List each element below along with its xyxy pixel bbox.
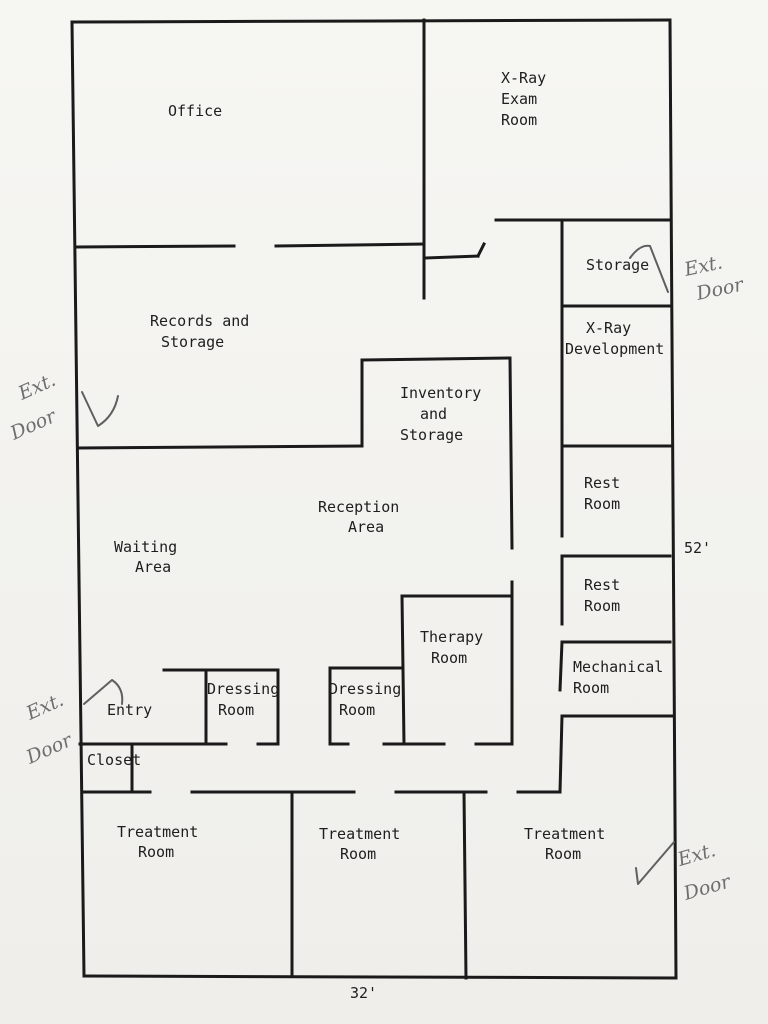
label-entry: Entry (107, 701, 152, 719)
label-mechanical-line2: Room (573, 679, 609, 697)
ext-door-note-storage: Ext. Door (629, 244, 747, 305)
label-xray-dev-line2: Development (565, 340, 664, 358)
ext-door-annotations: Ext. Door Ext. Door Ext. Door Ext. Door (6, 244, 747, 905)
ext-door-note-records: Ext. Door (6, 369, 119, 445)
label-xray-exam-line3: Room (501, 111, 537, 129)
label-reception-line1: Reception (318, 498, 399, 516)
label-xray-exam-line2: Exam (501, 90, 537, 108)
dimension-width: 32' (350, 984, 377, 1002)
label-office: Office (168, 102, 222, 120)
label-therapy-line1: Therapy (420, 628, 483, 646)
label-treatment3-line2: Room (545, 845, 581, 863)
label-treatment1-line1: Treatment (117, 823, 198, 841)
wall-inventory-top (360, 356, 512, 362)
wall-therapy-left (400, 594, 406, 746)
dimensions: 52' 32' (350, 539, 711, 1002)
label-records-line2: Storage (161, 333, 224, 351)
label-restroom1-line1: Rest (584, 474, 620, 492)
label-treatment1-line2: Room (138, 843, 174, 861)
label-dressing2-line2: Room (339, 701, 375, 719)
label-reception-line2: Area (348, 518, 384, 536)
ext-door-note-storage-line2: Door (693, 273, 747, 305)
label-inventory-line2: and (420, 405, 447, 423)
label-inventory-line3: Storage (400, 426, 463, 444)
ext-door-note-records-line1: Ext. (14, 369, 59, 405)
label-restroom1-line2: Room (584, 495, 620, 513)
ext-door-note-treatment-line2: Door (680, 870, 734, 905)
wall-xray-step (424, 254, 480, 260)
ext-door-note-storage-line1: Ext. (681, 251, 724, 281)
wall-xray-diag (475, 241, 487, 259)
wall-office-bottom-b (274, 242, 426, 248)
outer-wall-left (70, 20, 86, 978)
label-treatment3-line1: Treatment (524, 825, 605, 843)
door-swing-treatment (635, 841, 675, 885)
label-dressing2-line1: Dressing (329, 680, 401, 698)
label-closet: Closet (87, 751, 141, 769)
wall-office-bottom-a (75, 244, 236, 249)
ext-door-note-entry-line2: Door (22, 728, 77, 768)
label-treatment2-line1: Treatment (319, 825, 400, 843)
ext-door-note-treatment-line1: Ext. (674, 839, 718, 871)
wall-records-bottom (76, 444, 364, 450)
door-swing-records (81, 391, 119, 427)
ext-door-note-treatment: Ext. Door (635, 839, 735, 905)
label-inventory-line1: Inventory (400, 384, 481, 402)
label-dressing1-line1: Dressing (207, 680, 279, 698)
label-records-line1: Records and (150, 312, 249, 330)
label-waiting-line1: Waiting (114, 538, 177, 556)
label-treatment2-line2: Room (340, 845, 376, 863)
label-therapy-line2: Room (431, 649, 467, 667)
label-storage: Storage (586, 256, 649, 274)
label-xray-exam-line1: X-Ray (501, 69, 546, 87)
wall-mechanical-left (558, 640, 564, 692)
wall-inventory-right (508, 356, 514, 550)
outer-wall-top (70, 18, 672, 24)
door-swing-entry (83, 679, 124, 705)
label-restroom2-line1: Rest (584, 576, 620, 594)
label-xray-dev-line1: X-Ray (586, 319, 631, 337)
ext-door-note-records-line2: Door (6, 404, 61, 444)
outer-wall-right (668, 18, 678, 980)
walls (70, 18, 678, 980)
label-restroom2-line2: Room (584, 597, 620, 615)
label-dressing1-line2: Room (218, 701, 254, 719)
ext-door-note-entry-line1: Ext. (22, 689, 67, 725)
dimension-height: 52' (684, 539, 711, 557)
room-labels: Office X-Ray Exam Room Storage X-Ray Dev… (87, 69, 664, 863)
wall-treatment-divider-2 (462, 790, 468, 980)
outer-wall-bottom (82, 974, 678, 980)
door-swing-storage (629, 244, 669, 293)
label-mechanical-line1: Mechanical (573, 658, 663, 676)
wall-treatment3-stub (558, 714, 564, 794)
label-waiting-line2: Area (135, 558, 171, 576)
